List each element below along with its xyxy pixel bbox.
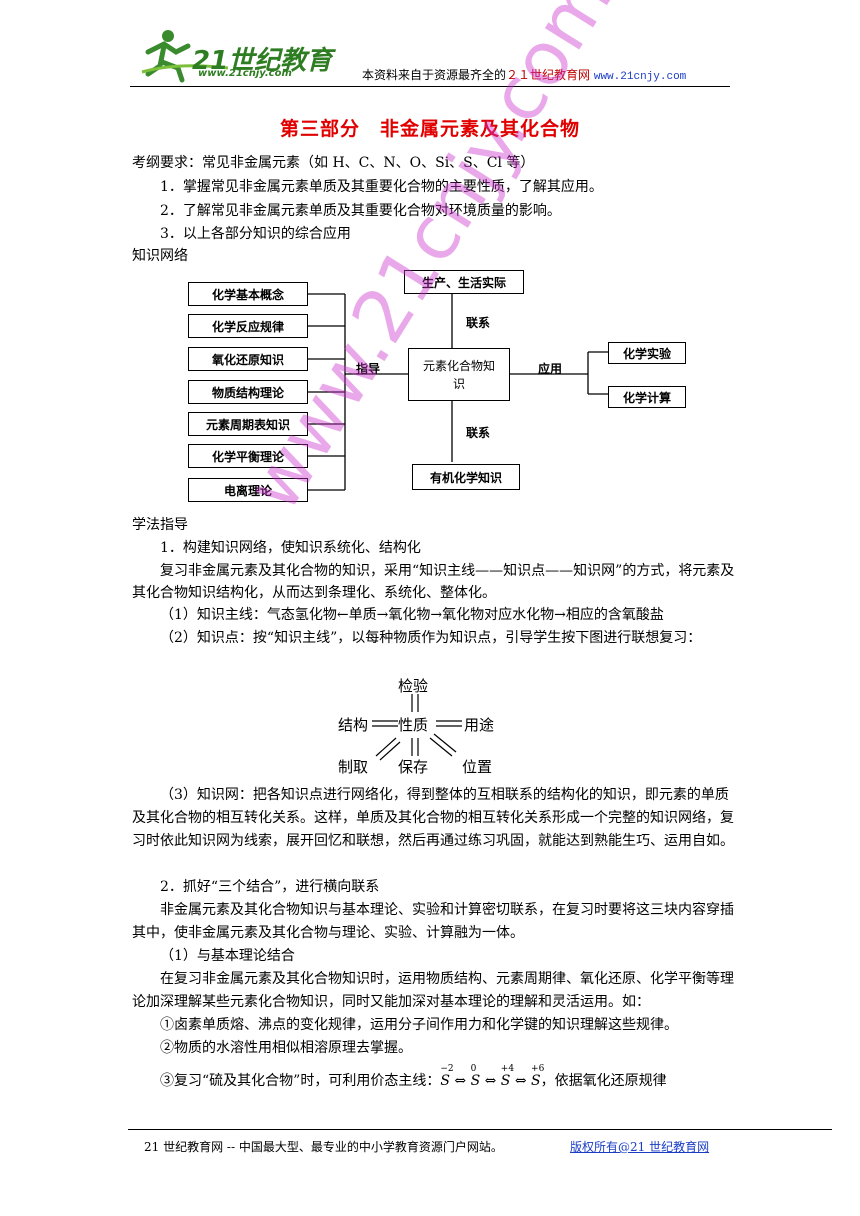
diagram-node-test: 检验 xyxy=(398,677,429,695)
header-url-link[interactable]: www.21cnjy.com xyxy=(593,71,687,83)
network-left-box: 物质结构理论 xyxy=(188,380,308,404)
network-left-box: 化学反应规律 xyxy=(188,314,308,338)
diagram-node-position: 位置 xyxy=(462,758,493,776)
method-step-heading: 2．抓好“三个结合”，进行横向联系 xyxy=(160,879,380,895)
network-apply-label: 应用 xyxy=(538,362,563,376)
network-left-box: 化学基本概念 xyxy=(188,282,308,306)
footer-copyright-link[interactable]: 版权所有@21 世纪教育网 xyxy=(570,1140,710,1154)
method-item: （1）知识主线：气态氢化物←单质→氧化物→氧化物对应水化物→相应的含氧酸盐 xyxy=(160,607,664,623)
page-title: 第三部分 非金属元素及其化合物 xyxy=(279,118,580,140)
sulfur-line-prefix: ③复习“硫及其化合物”时，可利用价态主线： xyxy=(160,1073,441,1089)
network-guide-label: 指导 xyxy=(356,362,381,376)
method-heading: 学法指导 xyxy=(132,517,188,533)
diagram-node-preparation: 制取 xyxy=(338,758,369,776)
network-bottom-box: 有机化学知识 xyxy=(412,464,520,490)
method-item: （1）与基本理论结合 xyxy=(160,948,295,964)
network-center-box: 元素化合物知识 xyxy=(408,348,510,401)
oxidation-state-label: +4 xyxy=(500,1064,515,1074)
equilibrium-arrow-icon: ⇔ xyxy=(454,1073,467,1089)
footer-text: 21 世纪教育网 -- 中国最大型、最专业的中小学教育资源门户网站。 xyxy=(144,1140,503,1154)
requirements-intro: 考纲要求：常见非金属元素（如 H、C、N、O、Si、S、Cl 等） xyxy=(132,155,535,171)
sulfur-symbol: S xyxy=(531,1073,541,1089)
oxidation-state-label: +6 xyxy=(531,1064,545,1074)
network-right-box: 化学计算 xyxy=(608,386,686,408)
method-item: （3）知识网：把各知识点进行网络化，得到整体的互相联系的结构化的知识，即元素的单… xyxy=(132,787,734,849)
diagram-node-storage: 保存 xyxy=(398,758,429,776)
sulfur-line-suffix: ，依据氧化还原规律 xyxy=(540,1073,667,1089)
method-example: ①卤素单质熔、沸点的变化规律，运用分子间作用力和化学键的知识理解这些规律。 xyxy=(160,1017,678,1033)
network-top-link-label: 联系 xyxy=(466,316,491,330)
header-note-prefix: 本资料来自于资源最齐全的 xyxy=(362,68,507,82)
diagram-node-property: 性质 xyxy=(398,716,429,734)
diagram-node-usage: 用途 xyxy=(464,716,495,734)
property-association-diagram: 检验 性质 结构 用途 制取 保存 位置 xyxy=(330,672,510,780)
logo-text: 21世纪教育 xyxy=(192,46,333,76)
footer-divider xyxy=(128,1129,832,1130)
equilibrium-arrow-icon: ⇔ xyxy=(484,1073,497,1089)
network-heading: 知识网络 xyxy=(132,248,188,264)
oxidation-state-label: 0 xyxy=(470,1064,477,1074)
requirement-item: 3．以上各部分知识的综合应用 xyxy=(160,226,351,242)
sulfur-symbol: S xyxy=(440,1073,450,1089)
network-connectors xyxy=(308,292,608,491)
logo-url: www.21cnjy.com xyxy=(198,68,292,79)
oxidation-state-label: −2 xyxy=(440,1064,454,1074)
network-left-box: 化学平衡理论 xyxy=(188,444,308,468)
method-paragraph: 非金属元素及其化合物知识与基本理论、实验和计算密切联系，在复习时要将这三块内容穿… xyxy=(132,902,734,941)
network-top-box: 生产、生活实际 xyxy=(404,270,524,294)
runner-logo-icon xyxy=(141,30,229,83)
equilibrium-arrow-icon: ⇔ xyxy=(514,1073,527,1089)
header-divider xyxy=(130,86,730,87)
knowledge-network-diagram: 化学基本概念 化学反应规律 氧化还原知识 物质结构理论 元素周期表知识 化学平衡… xyxy=(180,266,720,510)
network-right-box: 化学实验 xyxy=(608,342,686,364)
network-left-box: 电离理论 xyxy=(188,478,308,502)
method-paragraph: 复习非金属元素及其化合物的知识，采用“知识主线——知识点——知识网”的方式，将元… xyxy=(132,563,735,601)
method-paragraph: 在复习非金属元素及其化合物知识时，运用物质结构、元素周期律、氧化还原、化学平衡等… xyxy=(132,971,734,1010)
method-example: ②物质的水溶性用相似相溶原理去掌握。 xyxy=(160,1040,412,1056)
network-bottom-link-label: 联系 xyxy=(466,426,491,440)
header-note: 本资料来自于资源最齐全的２１世纪教育网 www.21cnjy.com xyxy=(362,66,686,83)
sulfur-symbol: S xyxy=(470,1073,481,1089)
requirement-item: 1．掌握常见非金属元素单质及其重要化合物的主要性质，了解其应用。 xyxy=(160,179,603,195)
property-diagram-arrows xyxy=(372,694,462,761)
method-item: （2）知识点：按“知识主线”，以每种物质作为知识点，引导学生按下图进行联想复习： xyxy=(160,630,702,646)
requirement-item: 2．了解常见非金属元素单质及其重要化合物对环境质量的影响。 xyxy=(160,203,561,219)
sulfur-symbol: S xyxy=(500,1073,511,1089)
network-left-box: 氧化还原知识 xyxy=(188,347,308,371)
network-left-box: 元素周期表知识 xyxy=(188,412,308,436)
header-site-link[interactable]: ２１世纪教育网 xyxy=(506,68,591,82)
method-step-heading: 1．构建知识网络，使知识系统化、结构化 xyxy=(160,540,421,556)
site-logo: 21世纪教育 www.21cnjy.com xyxy=(138,22,338,84)
diagram-node-structure: 结构 xyxy=(338,716,369,734)
